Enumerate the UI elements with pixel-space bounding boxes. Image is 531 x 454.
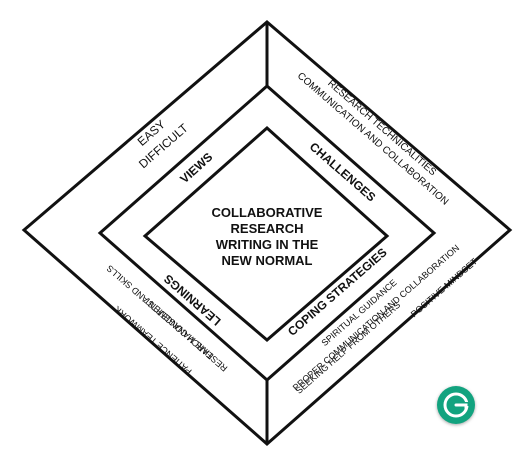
- grammarly-icon[interactable]: [437, 386, 475, 424]
- center-line-2: RESEARCH: [231, 221, 304, 236]
- grammarly-g-glyph: [443, 392, 469, 418]
- center-line-4: NEW NORMAL: [222, 253, 313, 268]
- center-title: COLLABORATIVE RESEARCH WRITING IN THE NE…: [212, 205, 323, 268]
- center-line-3: WRITING IN THE: [216, 237, 319, 252]
- center-line-1: COLLABORATIVE: [212, 205, 323, 220]
- inner-diamond: [142, 125, 390, 342]
